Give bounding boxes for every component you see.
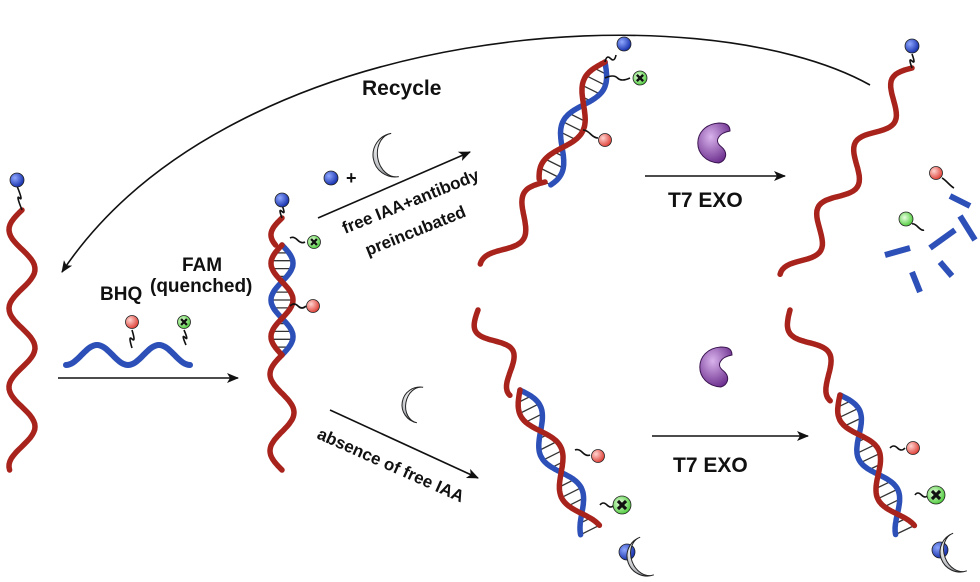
t7-exonuclease-icon bbox=[697, 122, 731, 164]
target-strand bbox=[536, 59, 608, 182]
bhq-linker bbox=[582, 129, 599, 139]
lower-binding-arrow bbox=[329, 409, 479, 479]
iaa-hapten-icon bbox=[9, 172, 25, 188]
bhq-quencher-icon bbox=[929, 166, 943, 180]
free-iaa-icon bbox=[323, 170, 339, 186]
fam-linker bbox=[182, 329, 188, 346]
quench-cross-icon bbox=[930, 489, 942, 501]
bhq-label: BHQ bbox=[100, 284, 142, 305]
base-pair-rung bbox=[561, 487, 582, 499]
probe-strand bbox=[517, 387, 587, 538]
lower-condition-label: absence of free IAA bbox=[314, 424, 467, 506]
fam-label: FAM bbox=[182, 255, 222, 276]
probe-fragment bbox=[909, 270, 923, 294]
iaa-hapten-icon bbox=[616, 36, 632, 52]
hapten-linker bbox=[279, 204, 285, 219]
bhq-linker bbox=[129, 329, 135, 349]
hybrid-duplex bbox=[268, 242, 296, 358]
base-pair-rung bbox=[519, 403, 540, 415]
crescent-antibody-icon bbox=[372, 132, 399, 178]
free-target-strand bbox=[6, 207, 38, 473]
base-pair-rung bbox=[580, 524, 600, 536]
target-strand bbox=[834, 392, 918, 529]
probe-fragment bbox=[884, 245, 911, 258]
probe-strand bbox=[837, 392, 903, 538]
probe-strand bbox=[548, 59, 610, 188]
crescent-antibody-icon bbox=[401, 386, 424, 424]
bhq-quencher-icon bbox=[306, 299, 320, 313]
base-pair-rung bbox=[525, 413, 543, 423]
probe-strand bbox=[268, 242, 296, 358]
enzyme-upper-label: T7 EXO bbox=[668, 189, 743, 212]
base-pair-rung bbox=[582, 84, 601, 95]
quench-cross-icon bbox=[180, 318, 188, 326]
bhq-quencher-icon bbox=[598, 133, 612, 147]
bhq-linker bbox=[941, 177, 955, 189]
bhq-quencher-icon bbox=[591, 449, 605, 463]
fam-linker bbox=[911, 223, 925, 231]
upper-binding-arrow bbox=[317, 151, 471, 219]
iaa-hapten-icon bbox=[274, 192, 290, 208]
base-pair-rung bbox=[542, 450, 563, 461]
iaa-hapten-icon bbox=[904, 38, 920, 54]
bhq-linker bbox=[289, 303, 307, 309]
enzyme-body bbox=[699, 346, 733, 388]
probe-fragment bbox=[928, 227, 957, 251]
bhq-quencher-icon bbox=[906, 441, 920, 455]
base-pair-rung bbox=[539, 167, 560, 179]
antibody-body bbox=[372, 132, 399, 178]
target-strand bbox=[268, 242, 296, 358]
quench-cross-icon bbox=[310, 238, 318, 246]
hapten-linker bbox=[16, 185, 23, 211]
probe-fragment bbox=[937, 260, 955, 278]
hapten-linker bbox=[909, 53, 915, 69]
bhq-linker bbox=[889, 445, 906, 451]
base-pair-rung bbox=[844, 417, 862, 427]
lower-duplex-top-tail bbox=[471, 307, 517, 399]
fam-linker bbox=[914, 492, 929, 498]
plus-sign: + bbox=[346, 168, 357, 188]
bhq-linker bbox=[574, 448, 591, 457]
base-pair-rung bbox=[877, 488, 898, 500]
enzyme-body bbox=[697, 122, 731, 164]
quench-cross-icon bbox=[635, 73, 645, 83]
quench-cross-icon bbox=[616, 499, 628, 511]
t7-exonuclease-icon bbox=[699, 346, 733, 388]
base-pair-rung bbox=[895, 524, 915, 536]
released-target-strand bbox=[777, 65, 915, 278]
protected-duplex-top-tail bbox=[784, 307, 834, 404]
quenched-label: (quenched) bbox=[150, 276, 252, 297]
base-pair-rung bbox=[856, 444, 876, 454]
recycle-label: Recycle bbox=[362, 77, 441, 100]
upper-duplex bbox=[536, 59, 610, 188]
recycle-arrow bbox=[61, 34, 871, 273]
hapten-linker bbox=[604, 54, 617, 63]
probe-strand-free bbox=[63, 342, 193, 368]
base-pair-rung bbox=[544, 158, 564, 169]
probe-fragment bbox=[948, 193, 972, 209]
duplex-top-tail bbox=[268, 215, 285, 248]
probe-fragment bbox=[957, 214, 978, 242]
protected-duplex bbox=[834, 392, 918, 538]
target-strand bbox=[515, 387, 603, 529]
enzyme-lower-label: T7 EXO bbox=[673, 454, 748, 477]
bhq-quencher-icon bbox=[125, 315, 139, 329]
fam-linker bbox=[599, 502, 615, 508]
base-pair-rung bbox=[538, 440, 558, 452]
base-pair-rung bbox=[838, 407, 859, 419]
fam-linker bbox=[289, 236, 306, 244]
base-pair-rung bbox=[585, 75, 606, 86]
base-pair-rung bbox=[562, 121, 583, 133]
fam-linker bbox=[604, 75, 631, 81]
upper-duplex-tail bbox=[477, 179, 548, 267]
base-pair-rung bbox=[860, 452, 881, 464]
antibody-body bbox=[401, 386, 424, 424]
fam-fluorophore-icon bbox=[898, 211, 914, 227]
lower-duplex bbox=[515, 387, 603, 538]
duplex-bottom-tail bbox=[267, 352, 297, 473]
